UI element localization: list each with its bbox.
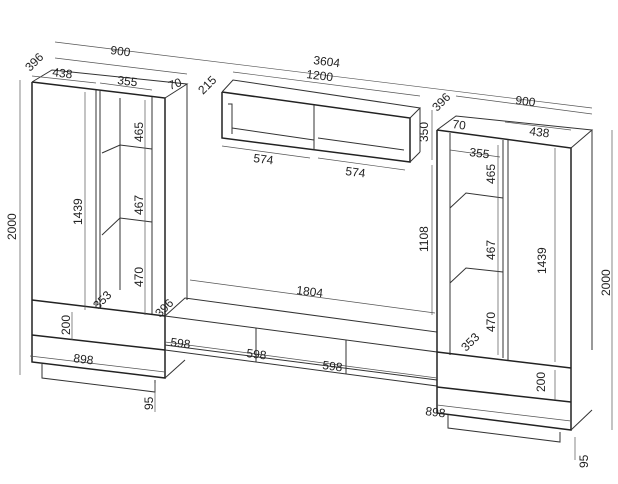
right-shelf-2-label: 467 (484, 240, 498, 260)
right-drawer-height-label: 200 (534, 372, 548, 392)
right-depth-label: 396 (429, 90, 453, 114)
right-shelf-1-label: 465 (484, 164, 498, 184)
tv-drawer-3-label: 598 (322, 358, 344, 374)
tv-stand-depth-label: 396 (152, 296, 176, 320)
left-shelf-2-label: 467 (132, 195, 146, 215)
left-cabinet (31, 69, 189, 393)
left-width-label: 900 (110, 43, 132, 59)
left-drawer-width-label: 898 (73, 351, 95, 367)
left-shelf-1-label: 465 (132, 122, 146, 142)
dimension-labels: 396 900 3604 438 355 70 2000 1439 465 46… (5, 43, 613, 468)
dimension-lines (19, 41, 613, 460)
right-shelf-3-label: 470 (484, 312, 498, 332)
shelf-clearance-label: 1108 (417, 226, 431, 252)
shelf-compartment-right-label: 574 (345, 164, 367, 180)
tv-stand-width-label: 1804 (296, 283, 325, 300)
shelf-width-label: 1200 (306, 67, 335, 84)
left-side-gap-label: 70 (166, 75, 184, 93)
left-depth-label: 396 (22, 50, 46, 74)
left-plinth-label: 95 (142, 396, 156, 410)
left-door-height-label: 1439 (71, 198, 85, 225)
shelf-compartment-left-label: 574 (253, 151, 275, 167)
overall-width-label: 3604 (313, 53, 342, 70)
right-cabinet (436, 115, 594, 443)
right-width-label: 900 (515, 93, 537, 109)
right-height-label: 2000 (599, 269, 613, 296)
right-side-gap-label: 70 (452, 117, 467, 133)
right-door-height-label: 1439 (535, 247, 549, 274)
right-plinth-label: 95 (577, 454, 591, 468)
shelf-height-label: 350 (417, 122, 431, 142)
wall-shelf (221, 79, 422, 163)
left-height-label: 2000 (5, 213, 19, 240)
left-door-width-label: 438 (52, 65, 74, 81)
right-drawer-width-label: 898 (425, 404, 447, 420)
tv-drawer-1-label: 598 (170, 335, 192, 351)
left-shelf-3-label: 470 (132, 267, 146, 287)
left-drawer-height-label: 200 (59, 315, 73, 335)
tv-drawer-2-label: 598 (246, 346, 268, 362)
right-door-width-label: 438 (529, 124, 551, 140)
shelf-depth-label: 215 (195, 73, 219, 97)
left-shelf-width-label: 355 (117, 73, 139, 89)
right-shelf-width-label: 355 (469, 145, 491, 161)
left-shelf-depth-label: 353 (90, 288, 114, 312)
right-shelf-depth-label: 353 (458, 330, 482, 354)
